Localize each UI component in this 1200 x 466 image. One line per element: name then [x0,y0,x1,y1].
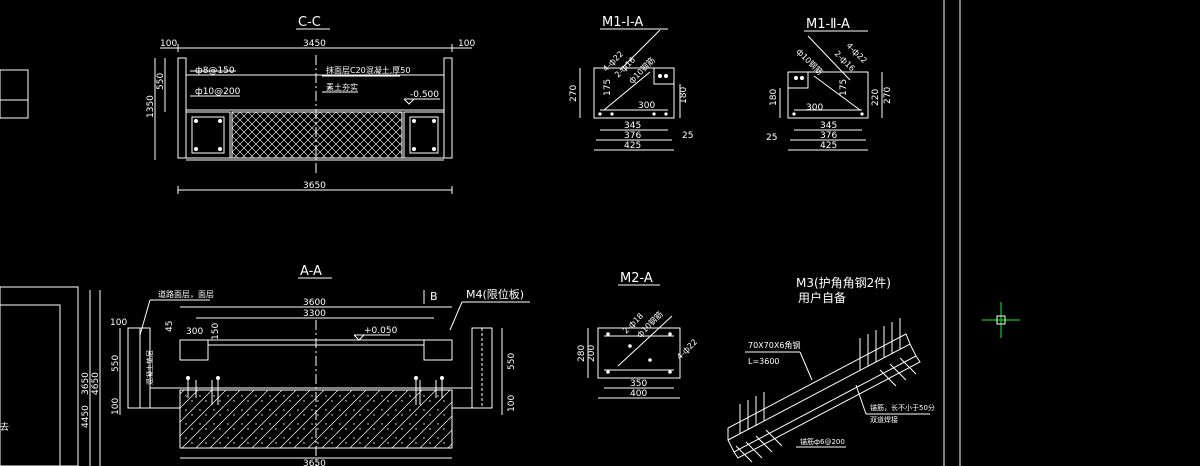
m2a-dim-200: 200 [587,345,597,362]
m1-1a-dim-25: 25 [682,131,693,141]
m3-note-anchor-2: 双道焊接 [870,415,898,424]
cc-note-2: 素土夯实 [326,82,358,92]
m3-length: L=3600 [748,357,780,366]
m3-note-anchor: 锚筋，长不小于50分 [870,403,935,412]
cc-note-1: 抹面层C20混凝土,厚50 [326,65,411,75]
left-dim-4450: 4450 [81,405,91,428]
cc-elev: -0.500 [410,90,439,100]
aa-dim-3650: 3650 [303,459,326,466]
m1-2a-dim-25: 25 [766,133,777,143]
aa-dim-150: 150 [211,323,221,340]
cc-rebar-2: ф10@200 [195,87,241,97]
m1-2a-dim-220: 220 [871,89,881,106]
detail-m3: M3(护角角钢2件) 用户自备 70X70X6角钢 L=3600 锚筋，长不小于… [727,276,935,463]
section-aa: A-A 道路面层，面层 B M4(限位板) 3600 3300 300 150 … [110,264,530,466]
cc-dim-100-right: 100 [458,39,475,49]
aa-note-top: 道路面层，面层 [158,289,214,299]
aa-dim-550-right: 550 [507,353,517,370]
m1-2a-dim-175: 175 [839,79,849,96]
aa-dim-3300: 3300 [303,309,326,319]
section-aa-title: A-A [300,264,322,279]
m2a-title: M2-A [620,271,653,286]
m1-2a-dim-300: 300 [806,103,823,113]
cc-dim-100-left: 100 [160,39,177,49]
detail-m2a: M2-A 2-ф18 ф10钢筋 4-ф22 280 200 350 400 [577,271,699,399]
m3-note-rebar: 锚筋ф6@200 [800,437,845,446]
m1-1a-dim-175: 175 [603,79,613,96]
aa-elev: +0.050 [364,326,398,336]
m1-1a-dim-270: 270 [569,85,579,102]
aa-dim-100-top: 100 [110,318,127,328]
m1-2a-dim-345: 345 [820,121,837,131]
m2a-rebar-c: 4-ф22 [675,337,699,361]
detail-m1-1a: M1-Ⅰ-A 4-ф22 2-ф16 ф10钢筋 270 175 300 180… [569,15,693,151]
section-cc: C-C 100 3450 100 550 1350 [146,15,475,194]
m3-anchor-bars [735,318,917,463]
left-partial-details: 3650 4450 4650 去 [0,69,101,466]
aa-anchors [186,376,444,405]
m3-title-2: 用户自备 [798,290,846,305]
aa-dim-3600: 3600 [303,298,326,308]
sheet-border [943,0,961,466]
m1-1a-dim-376: 376 [624,131,641,141]
m1-2a-dim-425: 425 [820,141,837,151]
m1-2a-dim-376: 376 [820,131,837,141]
m1-1a-title: M1-Ⅰ-A [602,15,643,30]
cc-dim-550: 550 [156,73,166,90]
aa-dim-45: 45 [165,321,175,332]
m1-1a-dim-300: 300 [638,101,655,111]
aa-label-b: B [430,290,438,303]
aa-dim-100-bottom: 100 [111,398,121,415]
aa-label-m4: M4(限位板) [466,287,524,301]
m1-2a-dim-270: 270 [883,87,893,104]
m1-1a-dim-180: 180 [679,87,689,104]
m1-1a-dim-345: 345 [624,121,641,131]
m2a-dim-350: 350 [630,379,647,389]
m3-angle-spec: 70X70X6角钢 [748,340,800,350]
section-cc-title: C-C [298,15,321,30]
m2a-dim-280: 280 [577,345,587,362]
crosshair-cursor-icon [982,302,1020,338]
left-dim-4650: 4650 [91,372,101,395]
m2a-dim-400: 400 [630,389,647,399]
aa-dim-100-right: 100 [507,395,517,412]
m1-2a-title: M1-Ⅱ-A [806,17,850,32]
detail-m1-2a: M1-Ⅱ-A ф10钢筋 2-ф16 4-ф22 180 300 175 220… [766,17,893,151]
aa-dim-550-left: 550 [111,355,121,372]
aa-dim-300: 300 [186,327,203,337]
m1-1a-dim-425: 425 [624,141,641,151]
left-text: 去 [0,421,9,433]
m3-title-1: M3(护角角钢2件) [796,276,891,290]
aa-note-left: 混凝土垫层 [145,350,154,385]
cc-dim-3650: 3650 [303,181,326,191]
m1-2a-dim-180: 180 [769,89,779,106]
cc-dim-3450: 3450 [303,39,326,49]
cc-dim-1350: 1350 [146,95,156,118]
left-dim-3650: 3650 [81,372,91,395]
